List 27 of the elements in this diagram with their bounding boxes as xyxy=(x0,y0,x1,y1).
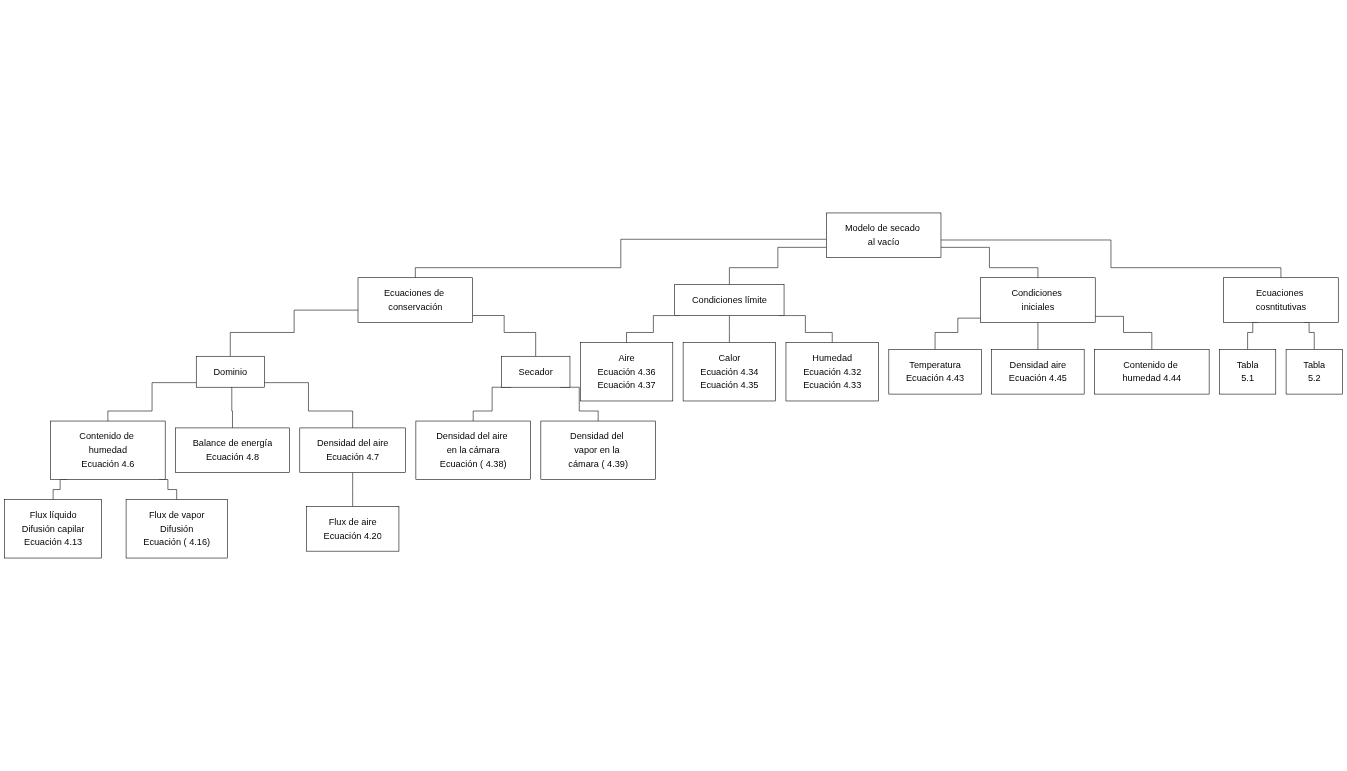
node-box: Humedad Ecuación 4.32 Ecuación 4.33 xyxy=(785,342,879,402)
node-box: Calor Ecuación 4.34 Ecuación 4.35 xyxy=(682,342,776,402)
node-box: Contenido de humedad Ecuación 4.6 xyxy=(50,420,166,480)
node-box: Modelo de secado al vacío xyxy=(826,212,942,258)
node-box: Densidad del vapor en la cámara ( 4.39) xyxy=(540,420,656,480)
node-box: Condiciones límite xyxy=(674,284,785,316)
node-box: Flux de vapor Difusión Ecuación ( 4.16) xyxy=(125,499,228,559)
node-box: Aire Ecuación 4.36 Ecuación 4.37 xyxy=(580,342,674,402)
node-box: Densidad del aire Ecuación 4.7 xyxy=(299,427,406,473)
node-box: Flux de aire Ecuación 4.20 xyxy=(306,506,400,552)
connector xyxy=(415,239,827,278)
node-box: Temperatura Ecuación 4.43 xyxy=(888,349,982,395)
node-box: Secador xyxy=(501,355,571,388)
node-box: Balance de energía Ecuación 4.8 xyxy=(175,427,290,473)
node-box: Ecuaciones de conservación xyxy=(357,277,473,323)
node-box: Ecuaciones cosntitutivas xyxy=(1223,277,1339,323)
node-box: Tabla 5.1 xyxy=(1219,349,1277,395)
connector xyxy=(1094,316,1153,350)
node-box: Tabla 5.2 xyxy=(1285,349,1343,395)
node-box: Dominio xyxy=(195,355,265,388)
node-box: Densidad aire Ecuación 4.45 xyxy=(991,349,1085,395)
node-box: Flux líquido Difusión capilar Ecuación 4.13 xyxy=(4,499,102,559)
node-box: Contenido de humedad 4.44 xyxy=(1094,349,1210,395)
connector xyxy=(230,386,233,429)
node-box: Densidad del aire en la cámara Ecuación ( 4.38) xyxy=(415,420,531,480)
node-box: Condiciones iniciales xyxy=(980,277,1096,323)
connector xyxy=(729,247,827,285)
